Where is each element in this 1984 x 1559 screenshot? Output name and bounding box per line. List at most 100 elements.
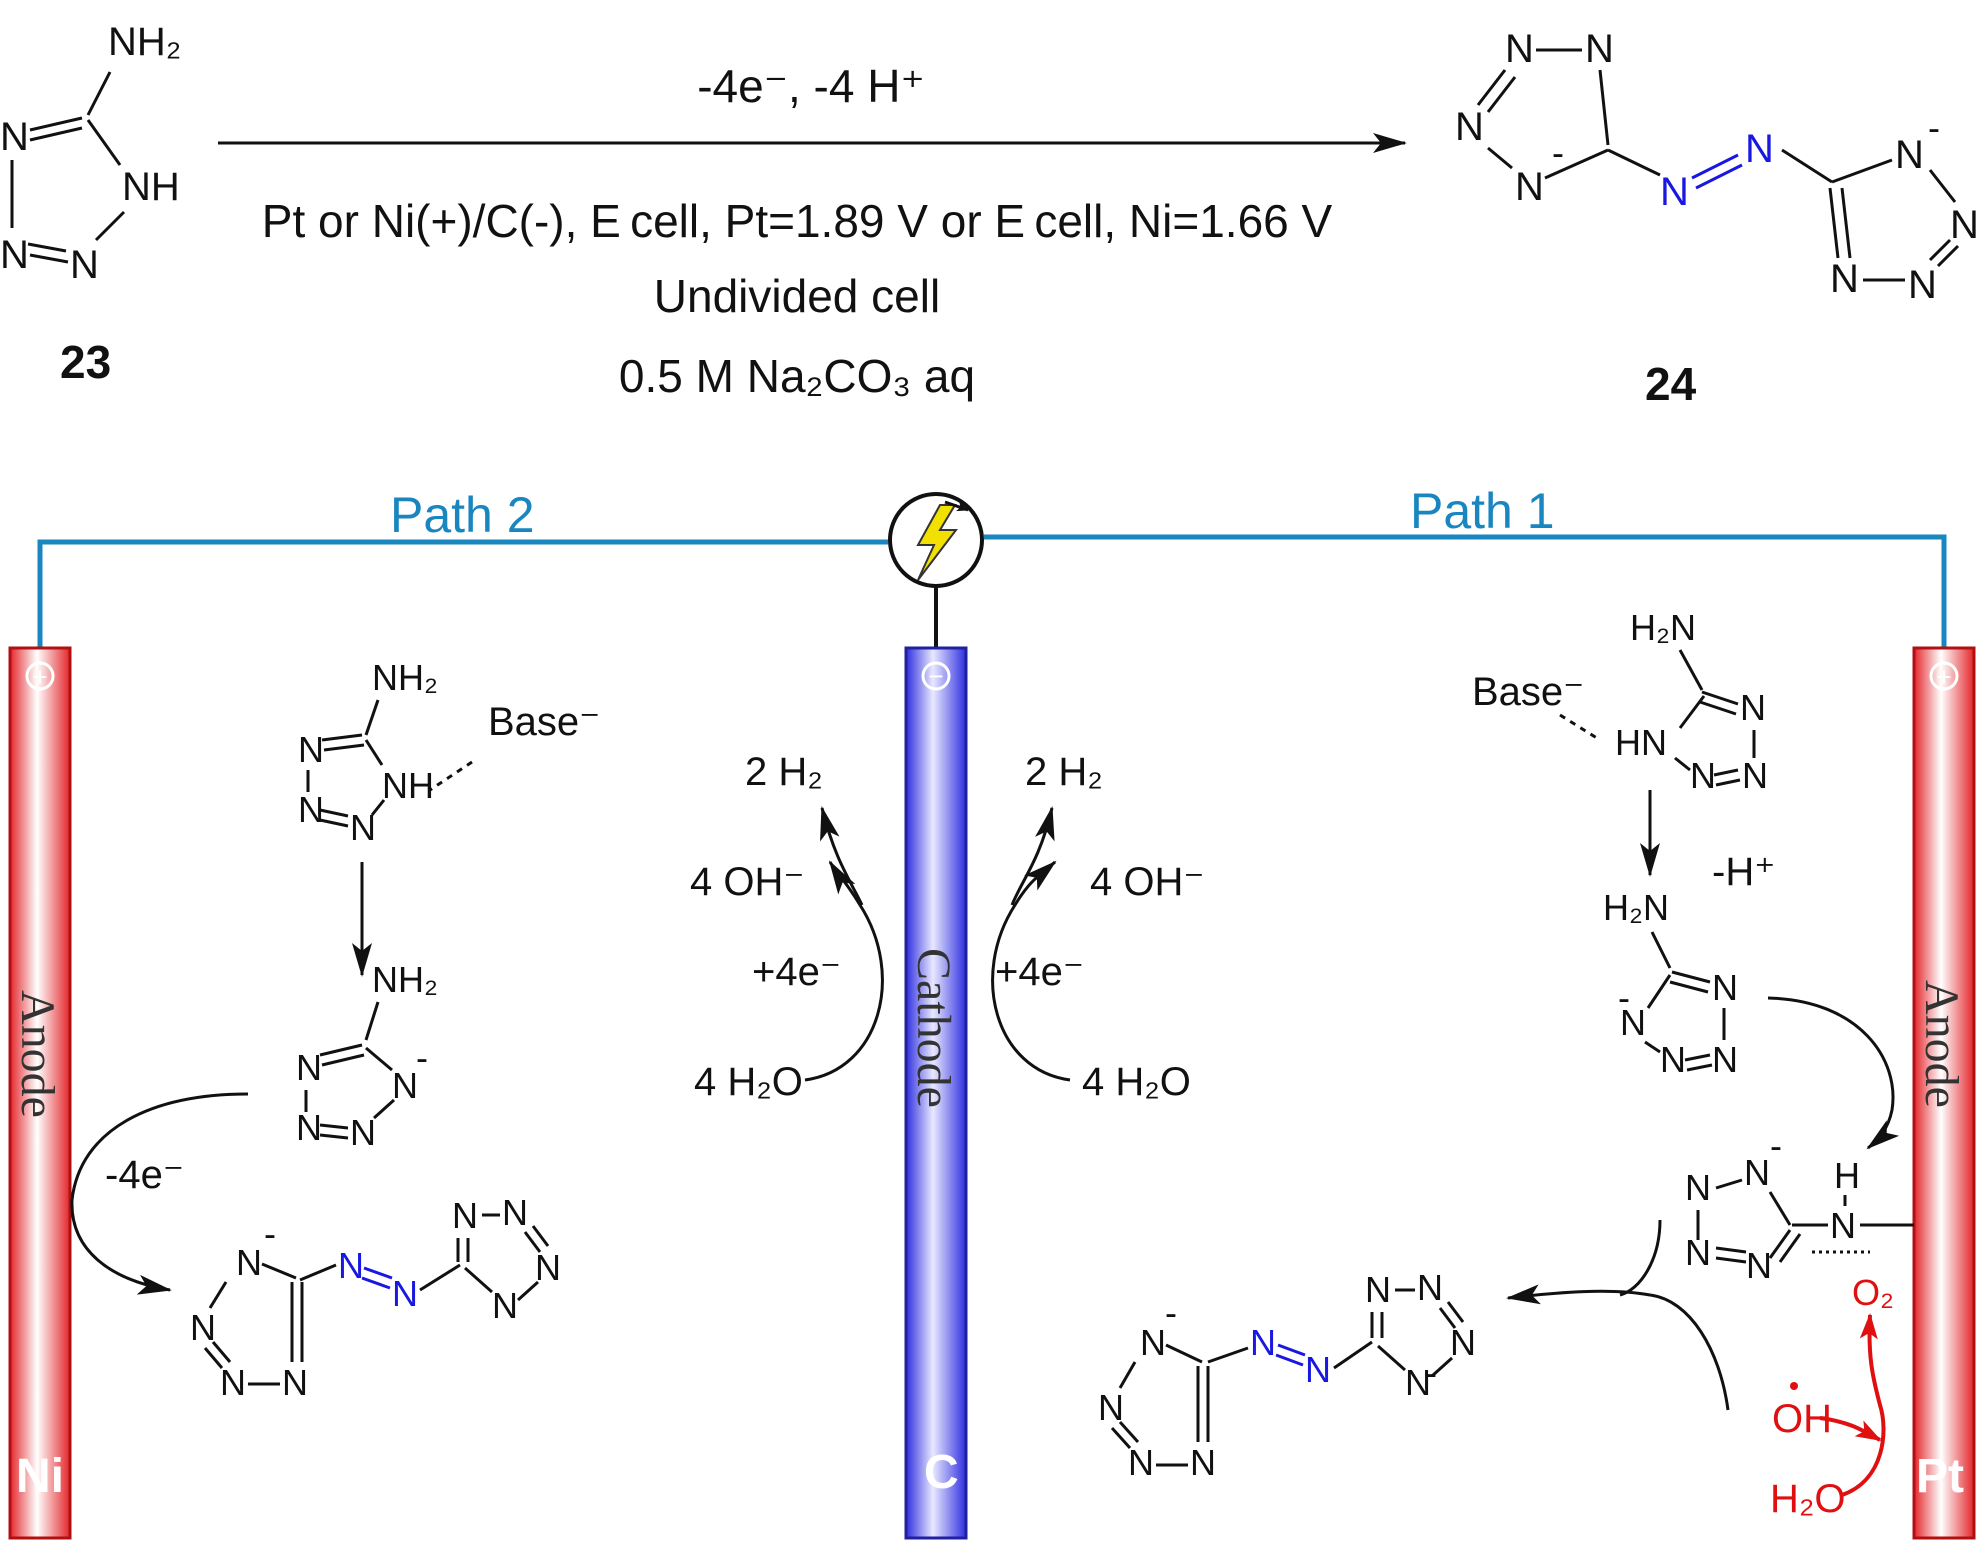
- atom-n: N: [1660, 1039, 1686, 1080]
- power-source: [888, 492, 984, 588]
- atom-n: N: [296, 1107, 322, 1148]
- atom-n: N: [1505, 27, 1534, 71]
- atom-n: N: [1712, 967, 1738, 1008]
- reactant-number: 23: [60, 336, 111, 388]
- cathode-c: − Cathode C: [904, 646, 968, 1540]
- atom-h: H: [1834, 1155, 1860, 1196]
- atom-n: N: [236, 1242, 262, 1283]
- atom-h2n: H₂N: [1603, 887, 1669, 928]
- atom-nh: NH: [122, 165, 180, 209]
- atom-n: N: [1450, 1322, 1476, 1363]
- minus-charge: -: [264, 1213, 276, 1254]
- atom-n: N: [1685, 1232, 1711, 1273]
- atom-n: N: [1746, 1245, 1772, 1286]
- oxygen: O₂: [1852, 1272, 1894, 1313]
- atom-n: N: [1830, 257, 1859, 301]
- path-1-label: Path 1: [1410, 483, 1555, 539]
- minus-charge: -: [416, 1037, 428, 1078]
- azo-n: N: [392, 1273, 418, 1314]
- atom-n: N: [0, 115, 29, 159]
- atom-n: N: [1365, 1269, 1391, 1310]
- atom-n: N: [1742, 755, 1768, 796]
- atom-nh2: NH₂: [108, 20, 181, 64]
- atom-n: N: [1098, 1387, 1124, 1428]
- atom-n: N: [298, 729, 324, 770]
- deprotonation-label: -H⁺: [1712, 850, 1775, 894]
- water-right: 4 H₂O: [1082, 1060, 1191, 1104]
- cathode-label: Cathode: [907, 948, 960, 1108]
- conditions-line-1: Pt or Ni(+)/C(-), E cell, Pt=1.89 V or E…: [262, 195, 1333, 247]
- atom-n: N: [220, 1362, 246, 1403]
- atom-h2n: H₂N: [1630, 607, 1696, 648]
- atom-n: N: [1405, 1362, 1431, 1403]
- atom-n: N: [1455, 105, 1484, 149]
- atom-n: N: [1830, 1205, 1856, 1246]
- oh-left: 4 OH⁻: [690, 860, 804, 904]
- atom-n: N: [1585, 27, 1614, 71]
- atom-nh2: NH₂: [372, 959, 438, 1000]
- h2-right: 2 H₂: [1025, 750, 1103, 794]
- anode-label-right: Anode: [1915, 980, 1968, 1108]
- h2-left: 2 H₂: [745, 750, 823, 794]
- electrons-right: +4e⁻: [995, 950, 1084, 994]
- anode-label-left: Anode: [11, 990, 64, 1118]
- base-right: Base⁻: [1472, 670, 1584, 714]
- minus-charge: -: [1165, 1292, 1177, 1333]
- atom-n: N: [1908, 263, 1937, 307]
- water-radical: H₂O: [1770, 1477, 1846, 1521]
- minus-charge: -: [1928, 107, 1940, 148]
- oh-right: 4 OH⁻: [1090, 860, 1204, 904]
- anode-pt: + Anode Pt: [1912, 646, 1976, 1540]
- atom-n: N: [535, 1247, 561, 1288]
- atom-n: N: [0, 233, 29, 277]
- azo-n: N: [338, 1245, 364, 1286]
- atom-n: N: [1690, 755, 1716, 796]
- atom-n: N: [1417, 1267, 1443, 1308]
- minus-charge: -: [1552, 132, 1564, 173]
- atom-n: N: [1744, 1152, 1770, 1193]
- minus-charge: -: [1618, 977, 1630, 1018]
- atom-n: N: [282, 1362, 308, 1403]
- atom-n: N: [1140, 1322, 1166, 1363]
- cathode-reactions: 2 H₂ 4 OH⁻ +4e⁻ 4 H₂O 2 H₂ 4 OH⁻ +4e⁻ 4 …: [690, 750, 1204, 1104]
- conditions-line-3: 0.5 M Na₂CO₃ aq: [619, 350, 975, 402]
- path-1-mechanism: H₂N N HN N N Base⁻ -H⁺ H₂N N N - N N: [1098, 607, 1914, 1521]
- water-left: 4 H₂O: [694, 1060, 803, 1104]
- atom-n: N: [1895, 133, 1924, 177]
- metal-c: C: [924, 1446, 959, 1499]
- atom-n: N: [502, 1192, 528, 1233]
- azo-n: N: [1250, 1322, 1276, 1363]
- minus-sign: −: [928, 661, 943, 691]
- atom-n: N: [1128, 1442, 1154, 1483]
- circuit-wires: [37, 534, 1947, 650]
- path-2-label: Path 2: [390, 487, 535, 543]
- atom-n: N: [1190, 1442, 1216, 1483]
- atom-nh2: NH₂: [372, 657, 438, 698]
- atom-n: N: [1950, 203, 1979, 247]
- azo-n: N: [1305, 1349, 1331, 1390]
- conditions-line-2: Undivided cell: [654, 270, 940, 322]
- atom-n: N: [70, 243, 99, 287]
- atom-n: N: [350, 1112, 376, 1153]
- reactant-23-structure: NH₂ N NH N N: [0, 20, 181, 287]
- above-arrow-text: -4e⁻, -4 H⁺: [697, 60, 925, 112]
- oxidation-label: -4e⁻: [105, 1153, 184, 1197]
- atom-n: N: [190, 1307, 216, 1348]
- minus-charge: -: [1770, 1125, 1782, 1166]
- atom-n: N: [1685, 1167, 1711, 1208]
- azo-n: N: [1745, 127, 1774, 171]
- atom-n: N: [1712, 1039, 1738, 1080]
- metal-pt: Pt: [1916, 1450, 1964, 1503]
- atom-n: N: [1740, 687, 1766, 728]
- minus-charge: -: [1425, 1352, 1437, 1393]
- atom-nh: NH: [382, 765, 434, 806]
- atom-n: N: [1515, 165, 1544, 209]
- atom-hn: HN: [1615, 722, 1667, 763]
- lightning-icon: [916, 504, 959, 581]
- atom-n: N: [452, 1195, 478, 1236]
- electrons-left: +4e⁻: [752, 950, 841, 994]
- azo-n: N: [1660, 170, 1689, 214]
- anode-ni: + Anode Ni: [8, 646, 72, 1540]
- atom-n: N: [492, 1285, 518, 1326]
